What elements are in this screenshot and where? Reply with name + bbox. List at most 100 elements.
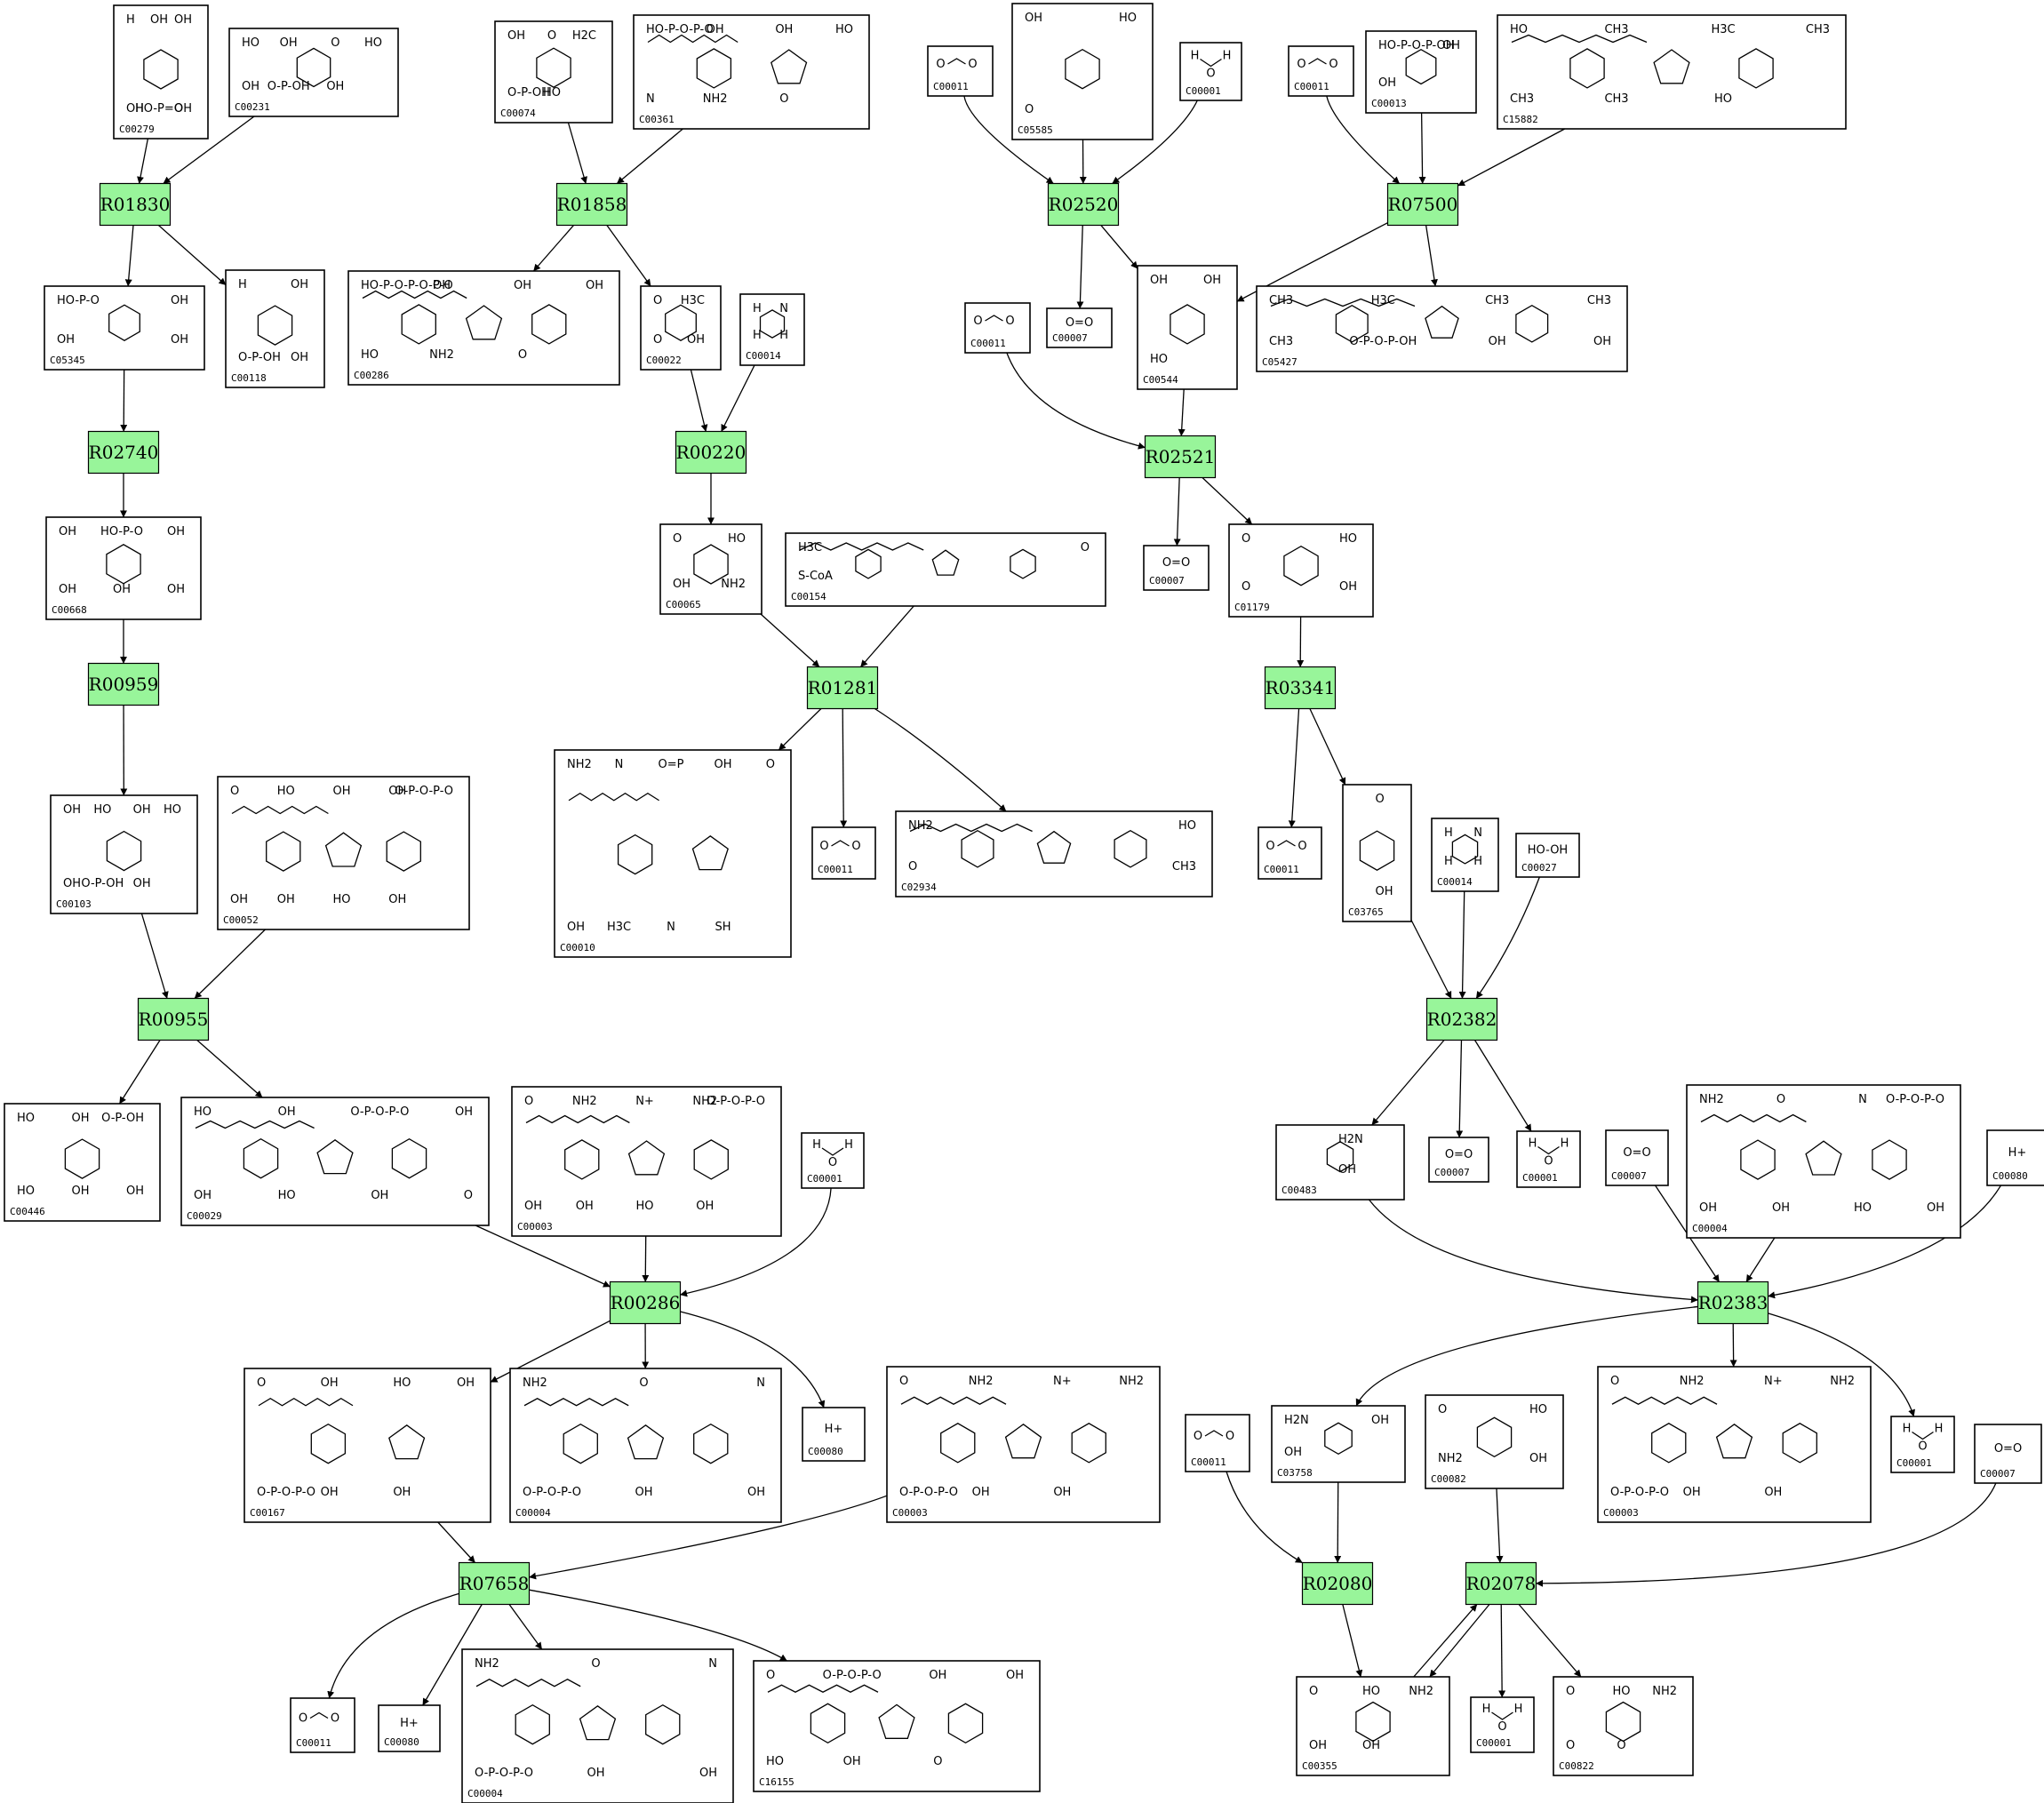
reaction-node-r07500[interactable]: R07500 (1386, 182, 1459, 227)
reaction-node-r02521[interactable]: R02521 (1144, 435, 1217, 479)
reaction-node-r01281[interactable]: R01281 (806, 666, 879, 710)
atom-label: HO (728, 532, 746, 546)
atom-label: OH (57, 333, 75, 347)
reaction-node-r00220[interactable]: R00220 (675, 430, 747, 475)
reaction-node-r03341[interactable]: R03341 (1264, 666, 1337, 710)
reaction-node-r02383[interactable]: R02383 (1697, 1280, 1769, 1325)
compound-id-label: C00004 (515, 1507, 551, 1519)
atom-label: O (1438, 1403, 1447, 1416)
atom-label: HO (364, 36, 382, 50)
ring-shape (770, 49, 808, 84)
compound-node-c00080[interactable]: H+C00080 (378, 1704, 441, 1752)
atom-label: CH3 (1172, 860, 1196, 874)
compound-node-c00080[interactable]: H+C00080 (802, 1407, 866, 1462)
reaction-node-r02080[interactable]: R02080 (1301, 1561, 1374, 1606)
reaction-node-r00286[interactable]: R00286 (609, 1280, 682, 1325)
edge-arrow (1371, 1040, 1445, 1126)
structure-formula: H+ (2008, 1146, 2027, 1160)
atom-label: HO (1529, 1403, 1547, 1416)
atom-label: O-P-OH (267, 80, 310, 93)
atom-label: OH (1772, 1201, 1790, 1215)
atom-label: OH (1053, 1486, 1071, 1499)
reaction-node-r01830[interactable]: R01830 (99, 182, 172, 227)
atom-label: OH (507, 29, 525, 43)
reaction-node-r00955[interactable]: R00955 (137, 997, 210, 1041)
atom-label: NH2 (721, 578, 746, 591)
reaction-node-r02078[interactable]: R02078 (1465, 1561, 1537, 1606)
compound-id-label: C05427 (1262, 356, 1297, 368)
reaction-node-r01858[interactable]: R01858 (555, 182, 628, 227)
edge-arrow (1178, 388, 1186, 436)
reaction-node-r00959[interactable]: R00959 (87, 662, 160, 706)
reaction-node-r02740[interactable]: R02740 (87, 430, 160, 475)
atom-label: OH (929, 1669, 946, 1682)
atom-label: O-P-O-P-OH (1349, 335, 1417, 348)
compound-node-c00080[interactable]: H+C00080 (1986, 1129, 2044, 1186)
reaction-node-r02382[interactable]: R02382 (1425, 997, 1498, 1041)
compound-id-label: C00668 (52, 604, 87, 616)
reaction-node-r07658[interactable]: R07658 (458, 1561, 531, 1606)
reaction-node-r02520[interactable]: R02520 (1047, 182, 1120, 227)
compound-box (633, 14, 870, 130)
atom-label: H2N (1284, 1414, 1309, 1427)
atom-label: HO (361, 348, 379, 362)
